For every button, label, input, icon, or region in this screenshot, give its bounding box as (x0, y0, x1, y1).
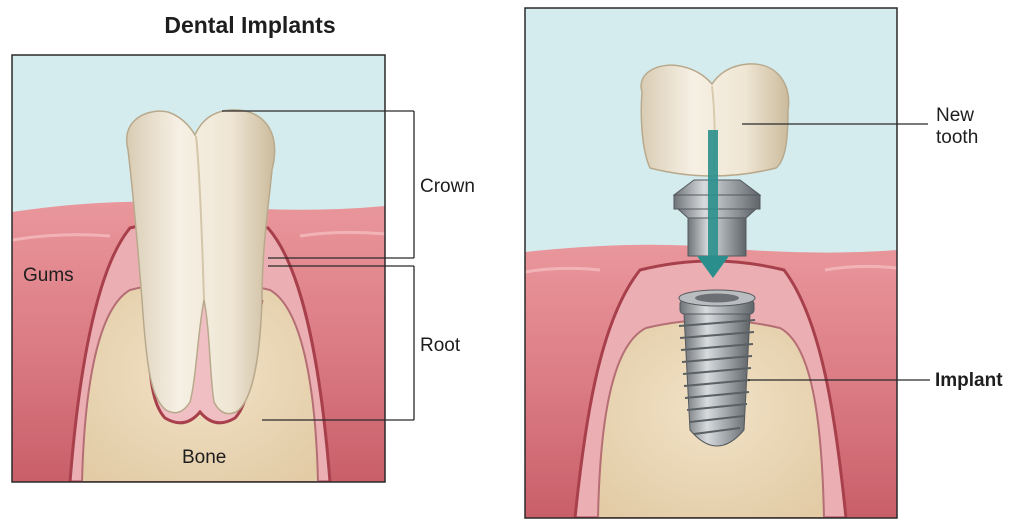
root-label: Root (420, 335, 460, 356)
bone-label: Bone (182, 447, 226, 468)
right-panel (525, 8, 897, 518)
diagram-title: Dental Implants (40, 12, 460, 39)
crown-label: Crown (420, 176, 475, 197)
new-tooth-label-line1: New (936, 105, 974, 126)
gums-label: Gums (23, 265, 74, 286)
new-tooth-label-line2: tooth (936, 127, 978, 148)
implant-screw (679, 290, 755, 446)
implant-label: Implant (935, 370, 1003, 391)
